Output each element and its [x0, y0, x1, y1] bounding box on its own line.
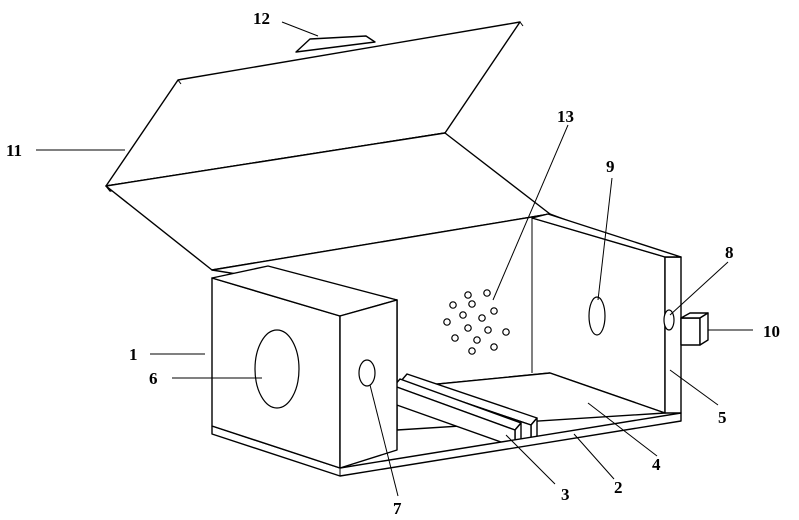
label-6: 6 [149, 369, 158, 388]
small-port-7 [359, 360, 375, 386]
label-2: 2 [614, 478, 623, 497]
port-9 [589, 297, 605, 335]
large-port-6 [255, 330, 299, 408]
label-8: 8 [725, 243, 734, 262]
connector [681, 313, 708, 345]
label-13: 13 [557, 107, 574, 126]
label-5: 5 [718, 408, 727, 427]
label-1: 1 [129, 345, 138, 364]
label-3: 3 [561, 485, 570, 504]
label-9: 9 [606, 157, 615, 176]
label-12: 12 [253, 9, 270, 28]
label-7: 7 [393, 499, 402, 518]
label-11: 11 [6, 141, 22, 160]
label-10: 10 [763, 322, 780, 341]
label-4: 4 [652, 455, 661, 474]
